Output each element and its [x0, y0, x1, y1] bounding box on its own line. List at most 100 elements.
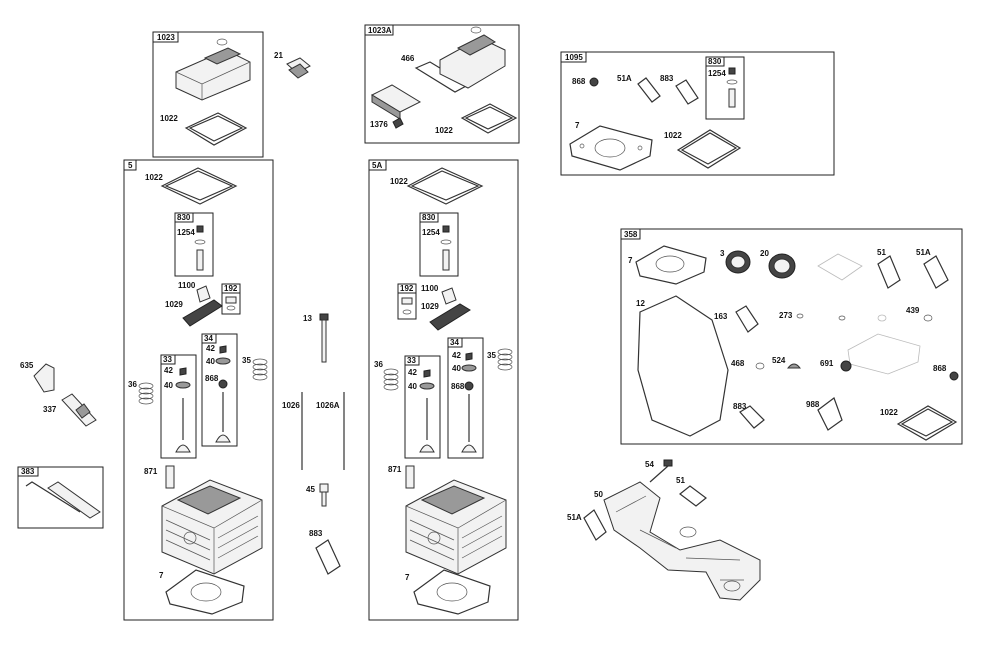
box-label-1023: 1023 — [157, 33, 175, 42]
valve-spring-36-box5 — [138, 382, 154, 405]
label-42-33-box5A: 42 — [408, 368, 417, 377]
label-40-34-box5A: 40 — [452, 364, 461, 373]
subbox-192-box5: 192 — [221, 283, 241, 315]
label-35-box5A: 35 — [487, 351, 496, 360]
label-883-box358: 883 — [733, 402, 747, 411]
group-1095[interactable]: 1095 868 51A 883 830 1254 7 1022 — [560, 51, 835, 176]
label-12: 12 — [636, 299, 645, 308]
box-label-33-box5: 33 — [163, 355, 172, 364]
head-gasket-7-box5 — [165, 569, 245, 615]
label-868-box1095: 868 — [572, 77, 586, 86]
label-871-box5A: 871 — [388, 465, 402, 474]
label-21: 21 — [274, 51, 283, 60]
valve-33-box5A — [419, 444, 435, 453]
box-label-34-box5A: 34 — [450, 338, 459, 347]
cylinder-head-box5 — [161, 479, 263, 575]
label-40-33-box5: 40 — [164, 381, 173, 390]
gasket-988 — [817, 397, 843, 431]
group-1023[interactable]: 1023 1022 — [152, 31, 264, 158]
label-36-box5: 36 — [128, 380, 137, 389]
spark-plug-337 — [61, 393, 97, 427]
box-label-830-box5: 830 — [177, 213, 191, 222]
label-45: 45 — [306, 485, 315, 494]
gasket-51A-manifold — [583, 509, 607, 541]
gasket-883-box358 — [739, 405, 765, 429]
label-1022-box1095: 1022 — [664, 131, 682, 140]
label-42-34-box5A: 42 — [452, 351, 461, 360]
gasket-1022-box5A — [406, 167, 484, 205]
group-358[interactable]: 358 7 3 20 51 51A 12 163 273 439 — [620, 228, 963, 445]
label-883-mid: 883 — [309, 529, 323, 538]
label-51A-box358: 51A — [916, 248, 931, 257]
label-871-box5: 871 — [144, 467, 158, 476]
valve-cover-1023 — [175, 38, 251, 101]
label-273: 273 — [779, 311, 793, 320]
gasket-1022-box1023 — [184, 112, 248, 146]
breather-cap-21 — [286, 57, 311, 79]
head-gasket-7-box358 — [635, 245, 707, 285]
box-label-830-box5A: 830 — [422, 213, 436, 222]
subbox-34-box5: 34 42 40 868 — [201, 333, 238, 447]
label-691: 691 — [820, 359, 834, 368]
oil-seal-3 — [725, 250, 751, 274]
box-label-192-box5A: 192 — [400, 284, 414, 293]
label-7-box1095: 7 — [575, 121, 580, 130]
rocker-arm-1029-box5A — [429, 303, 471, 331]
valve-guide-871-box5 — [165, 465, 175, 489]
label-36-box5A: 36 — [374, 360, 383, 369]
label-1022-box1023A: 1022 — [435, 126, 453, 135]
subbox-192-box5A: 192 — [397, 283, 417, 320]
group-383[interactable]: 383 — [17, 466, 104, 529]
gasket-51-box358 — [877, 255, 901, 289]
box-label-34-box5: 34 — [204, 334, 213, 343]
plug-524 — [786, 363, 802, 369]
label-51A-box1095: 51A — [617, 74, 632, 83]
label-40-34-box5: 40 — [206, 357, 215, 366]
gasket-883-mid — [315, 539, 341, 575]
box-label-1023A: 1023A — [368, 26, 392, 35]
valve-cover-1023A — [439, 26, 506, 89]
oil-seal-20 — [768, 253, 796, 279]
label-1022-box5: 1022 — [145, 173, 163, 182]
label-1022-box358: 1022 — [880, 408, 898, 417]
stud-13 — [319, 313, 329, 363]
group-5[interactable]: 5 1022 830 1254 1100 1029 192 33 — [123, 159, 274, 621]
box-label-358: 358 — [624, 230, 638, 239]
bolt-54 — [649, 459, 673, 483]
valve-34-box5 — [215, 434, 231, 443]
label-163: 163 — [714, 312, 728, 321]
label-3: 3 — [720, 249, 725, 258]
washer-439 — [923, 314, 933, 322]
label-466: 466 — [401, 54, 415, 63]
label-1100-box5: 1100 — [178, 281, 196, 290]
label-35-box5: 35 — [242, 356, 251, 365]
box-label-5A: 5A — [372, 161, 382, 170]
subbox-830-box5: 830 1254 — [174, 212, 214, 277]
label-51A-manifold: 51A — [567, 513, 582, 522]
label-42-34-box5: 42 — [206, 344, 215, 353]
box-label-830-box1095: 830 — [708, 57, 722, 66]
label-50: 50 — [594, 490, 603, 499]
gasket-1022-box1023A — [460, 103, 518, 134]
box-label-5: 5 — [128, 161, 133, 170]
label-42-33-box5: 42 — [164, 366, 173, 375]
gasket-1022-box1095 — [676, 129, 742, 169]
label-635: 635 — [20, 361, 34, 370]
label-1022-box1023: 1022 — [160, 114, 178, 123]
label-883-box1095: 883 — [660, 74, 674, 83]
label-337: 337 — [43, 405, 57, 414]
label-1254-box1095: 1254 — [708, 69, 726, 78]
label-1029-box5: 1029 — [165, 300, 183, 309]
group-5A[interactable]: 5A 1022 830 1254 192 1100 1029 33 — [368, 159, 519, 621]
group-1023A[interactable]: 1023A 466 1376 1022 — [364, 24, 520, 144]
intake-manifold-50 — [603, 481, 761, 601]
valve-guide-871-box5A — [405, 465, 415, 489]
gasket-51A-box358 — [923, 255, 949, 289]
head-gasket-faint-358 — [847, 333, 921, 375]
valve-spring-36-box5A — [383, 368, 399, 391]
label-988: 988 — [806, 400, 820, 409]
spark-plug-boot-635 — [33, 363, 55, 393]
label-7-box5A: 7 — [405, 573, 410, 582]
plug-wrench-383 — [25, 481, 101, 519]
